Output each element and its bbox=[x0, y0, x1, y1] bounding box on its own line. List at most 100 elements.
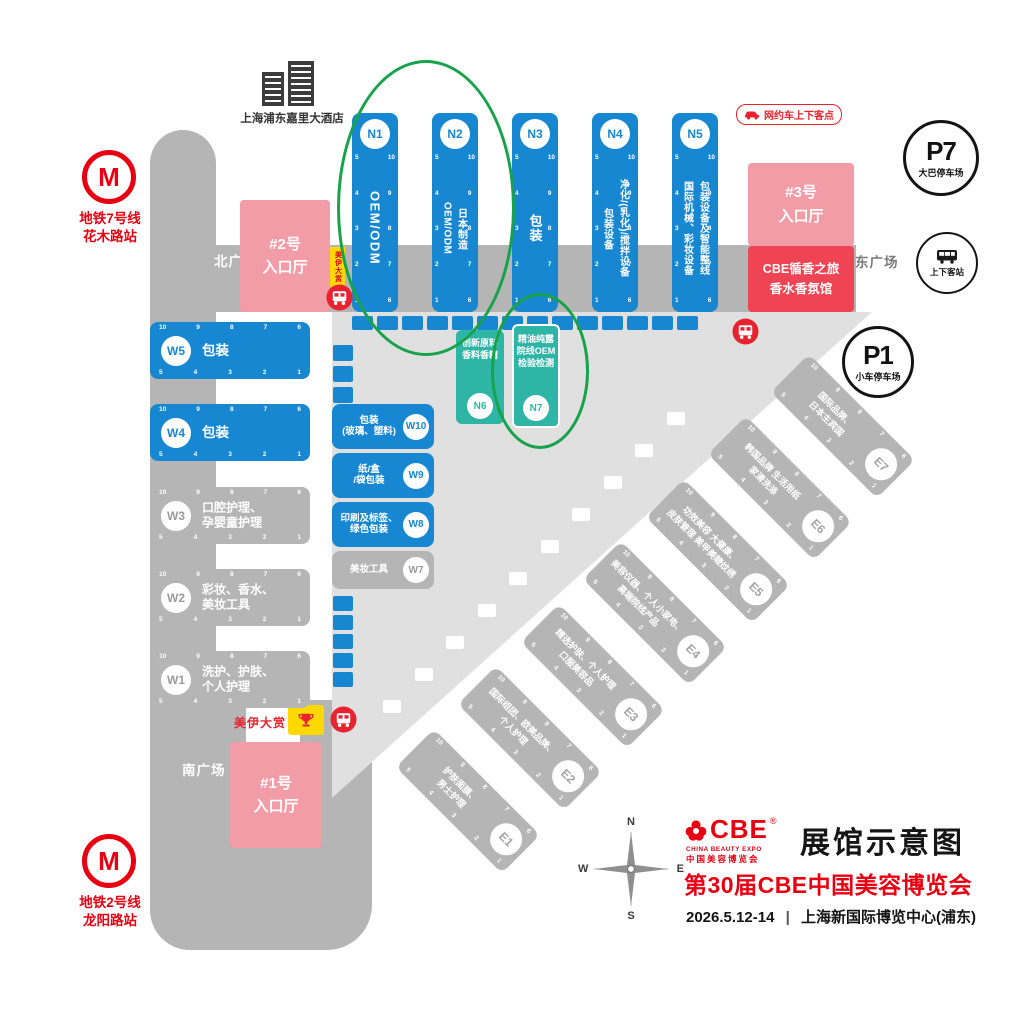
booth-number: 2 bbox=[435, 260, 439, 268]
hall-label: 彩妆、香水、美妆工具 bbox=[202, 582, 308, 613]
booth-number: 6 bbox=[899, 452, 908, 461]
booth-number: 3 bbox=[450, 811, 458, 820]
mini-booth bbox=[602, 316, 623, 330]
mini-booth bbox=[333, 345, 353, 361]
map-title: 展馆示意图 bbox=[800, 827, 965, 860]
mini-booth bbox=[333, 596, 353, 611]
cbe-logo-en: CHINA BEAUTY EXPO bbox=[686, 846, 762, 853]
entrance-hall-1-line2: 入口厅 bbox=[253, 798, 299, 815]
hall-label-line: 绿色包装 bbox=[349, 524, 388, 536]
booth-number: 6 bbox=[297, 571, 301, 578]
hall-label-line: 男士护理 bbox=[435, 777, 468, 810]
entrance-hall-3: #3号 入口厅 bbox=[748, 163, 854, 246]
booth-number: 9 bbox=[196, 653, 200, 660]
booth-number: 8 bbox=[667, 595, 676, 603]
booth-number: 2 bbox=[659, 646, 668, 654]
hall-label-line: 美妆工具 bbox=[349, 564, 388, 576]
booth-number: 5 bbox=[159, 615, 163, 623]
hall-label: 纸/盒/袋包装 bbox=[336, 464, 402, 488]
compass-rose-icon bbox=[594, 832, 668, 906]
metro-logo-m: M bbox=[98, 846, 120, 876]
date-venue-separator: | bbox=[785, 909, 790, 926]
hall-label-line: 美容仪器、个人小家电、 bbox=[609, 557, 687, 635]
hall-code-badge: W2 bbox=[161, 582, 191, 613]
hall-label-line: 精选护肤、个人护理 bbox=[553, 627, 618, 692]
booth-number: 2 bbox=[262, 615, 267, 623]
booth-number: 2 bbox=[262, 697, 267, 705]
booth-number: 6 bbox=[524, 827, 533, 836]
mini-booth bbox=[333, 615, 353, 630]
booth-number: 7 bbox=[467, 260, 472, 268]
booth-number: 8 bbox=[730, 533, 739, 541]
expo-name: 第30届CBE中国美容博览会 bbox=[684, 872, 973, 898]
booth-number: 2 bbox=[847, 459, 856, 467]
entrance-hall-1: #1号 入口厅 bbox=[230, 742, 322, 848]
booth-number: 8 bbox=[542, 720, 551, 728]
booth-number: 9 bbox=[708, 511, 717, 519]
booth-number: 9 bbox=[387, 189, 392, 197]
metro-line7-name: 地铁7号线 bbox=[79, 211, 141, 226]
hall-label-line: 纸/盒 bbox=[358, 463, 380, 475]
walkway-booth bbox=[635, 444, 653, 457]
hall-label-column: 包装 bbox=[527, 214, 543, 243]
pickup-station-label: 上下客站 bbox=[929, 266, 964, 277]
hall-label-line: 美妆工具 bbox=[202, 597, 251, 612]
parking-p7-label: 大巴停车场 bbox=[918, 167, 964, 178]
booth-number: 7 bbox=[263, 324, 268, 331]
booth-number: 4 bbox=[802, 413, 810, 422]
walkway-booth bbox=[509, 572, 527, 585]
hall-label: 印刷及标签、绿色包装 bbox=[336, 513, 402, 537]
booth-number: 1 bbox=[807, 543, 815, 552]
beauty-award-badge bbox=[288, 705, 324, 735]
booth-number: 3 bbox=[228, 368, 232, 376]
hall-code-badge: N1 bbox=[360, 119, 390, 149]
booth-number: 2 bbox=[262, 533, 267, 541]
booth-number: 7 bbox=[752, 555, 761, 564]
booth-number: 1 bbox=[297, 533, 301, 541]
cbe-brand: CBE bbox=[710, 814, 768, 844]
south-plaza-label: 南广场 bbox=[182, 763, 226, 778]
mini-booth bbox=[477, 316, 498, 330]
mini-booth bbox=[627, 316, 648, 330]
booth-number: 4 bbox=[614, 600, 622, 609]
metro-line2-name: 地铁2号线 bbox=[79, 895, 141, 910]
booth-number: 10 bbox=[559, 611, 570, 622]
hall-label: 包装 bbox=[202, 424, 308, 442]
booth-number: 9 bbox=[520, 698, 529, 706]
booth-number: 7 bbox=[627, 260, 632, 268]
booth-number: 6 bbox=[547, 296, 552, 304]
walkway-booth bbox=[604, 476, 622, 489]
parking-p1-code: P1 bbox=[863, 339, 894, 370]
booth-number: 10 bbox=[496, 673, 507, 684]
hall-label: 包装(玻璃、塑料) bbox=[336, 415, 402, 439]
bus-stop-icon bbox=[330, 706, 357, 733]
booth-number: 9 bbox=[833, 386, 842, 394]
hall-code-badge: W7 bbox=[403, 557, 429, 583]
booth-number: 8 bbox=[627, 225, 632, 233]
rideshare-pickup-label: 网约车上下客点 bbox=[764, 111, 834, 122]
metro-line7-label: 地铁7号线 花木路站 bbox=[56, 210, 164, 245]
hall-label-line: /袋包装 bbox=[353, 475, 385, 487]
mini-booth bbox=[333, 672, 353, 687]
booth-number: 7 bbox=[263, 489, 268, 496]
compass-south: S bbox=[627, 910, 635, 922]
hall-label-line: 个人护理 bbox=[497, 714, 530, 747]
hall-code-badge: N6 bbox=[467, 393, 493, 419]
hotel-marker bbox=[256, 56, 328, 108]
booth-number: 10 bbox=[159, 571, 167, 578]
metro-logo-line7: M bbox=[82, 150, 136, 204]
booth-number: 6 bbox=[387, 296, 392, 304]
parking-p1: P1 小车停车场 bbox=[842, 326, 914, 398]
booth-number: 9 bbox=[645, 573, 654, 581]
booth-number: 10 bbox=[547, 154, 555, 161]
booth-number: 7 bbox=[814, 492, 823, 501]
mini-booth bbox=[577, 316, 598, 330]
hall-code-badge: W8 bbox=[403, 511, 429, 538]
booth-number: 1 bbox=[435, 296, 439, 304]
booth-number: 9 bbox=[196, 324, 200, 331]
hall-label-line: 韩国品牌 生活用纸 bbox=[742, 441, 803, 502]
